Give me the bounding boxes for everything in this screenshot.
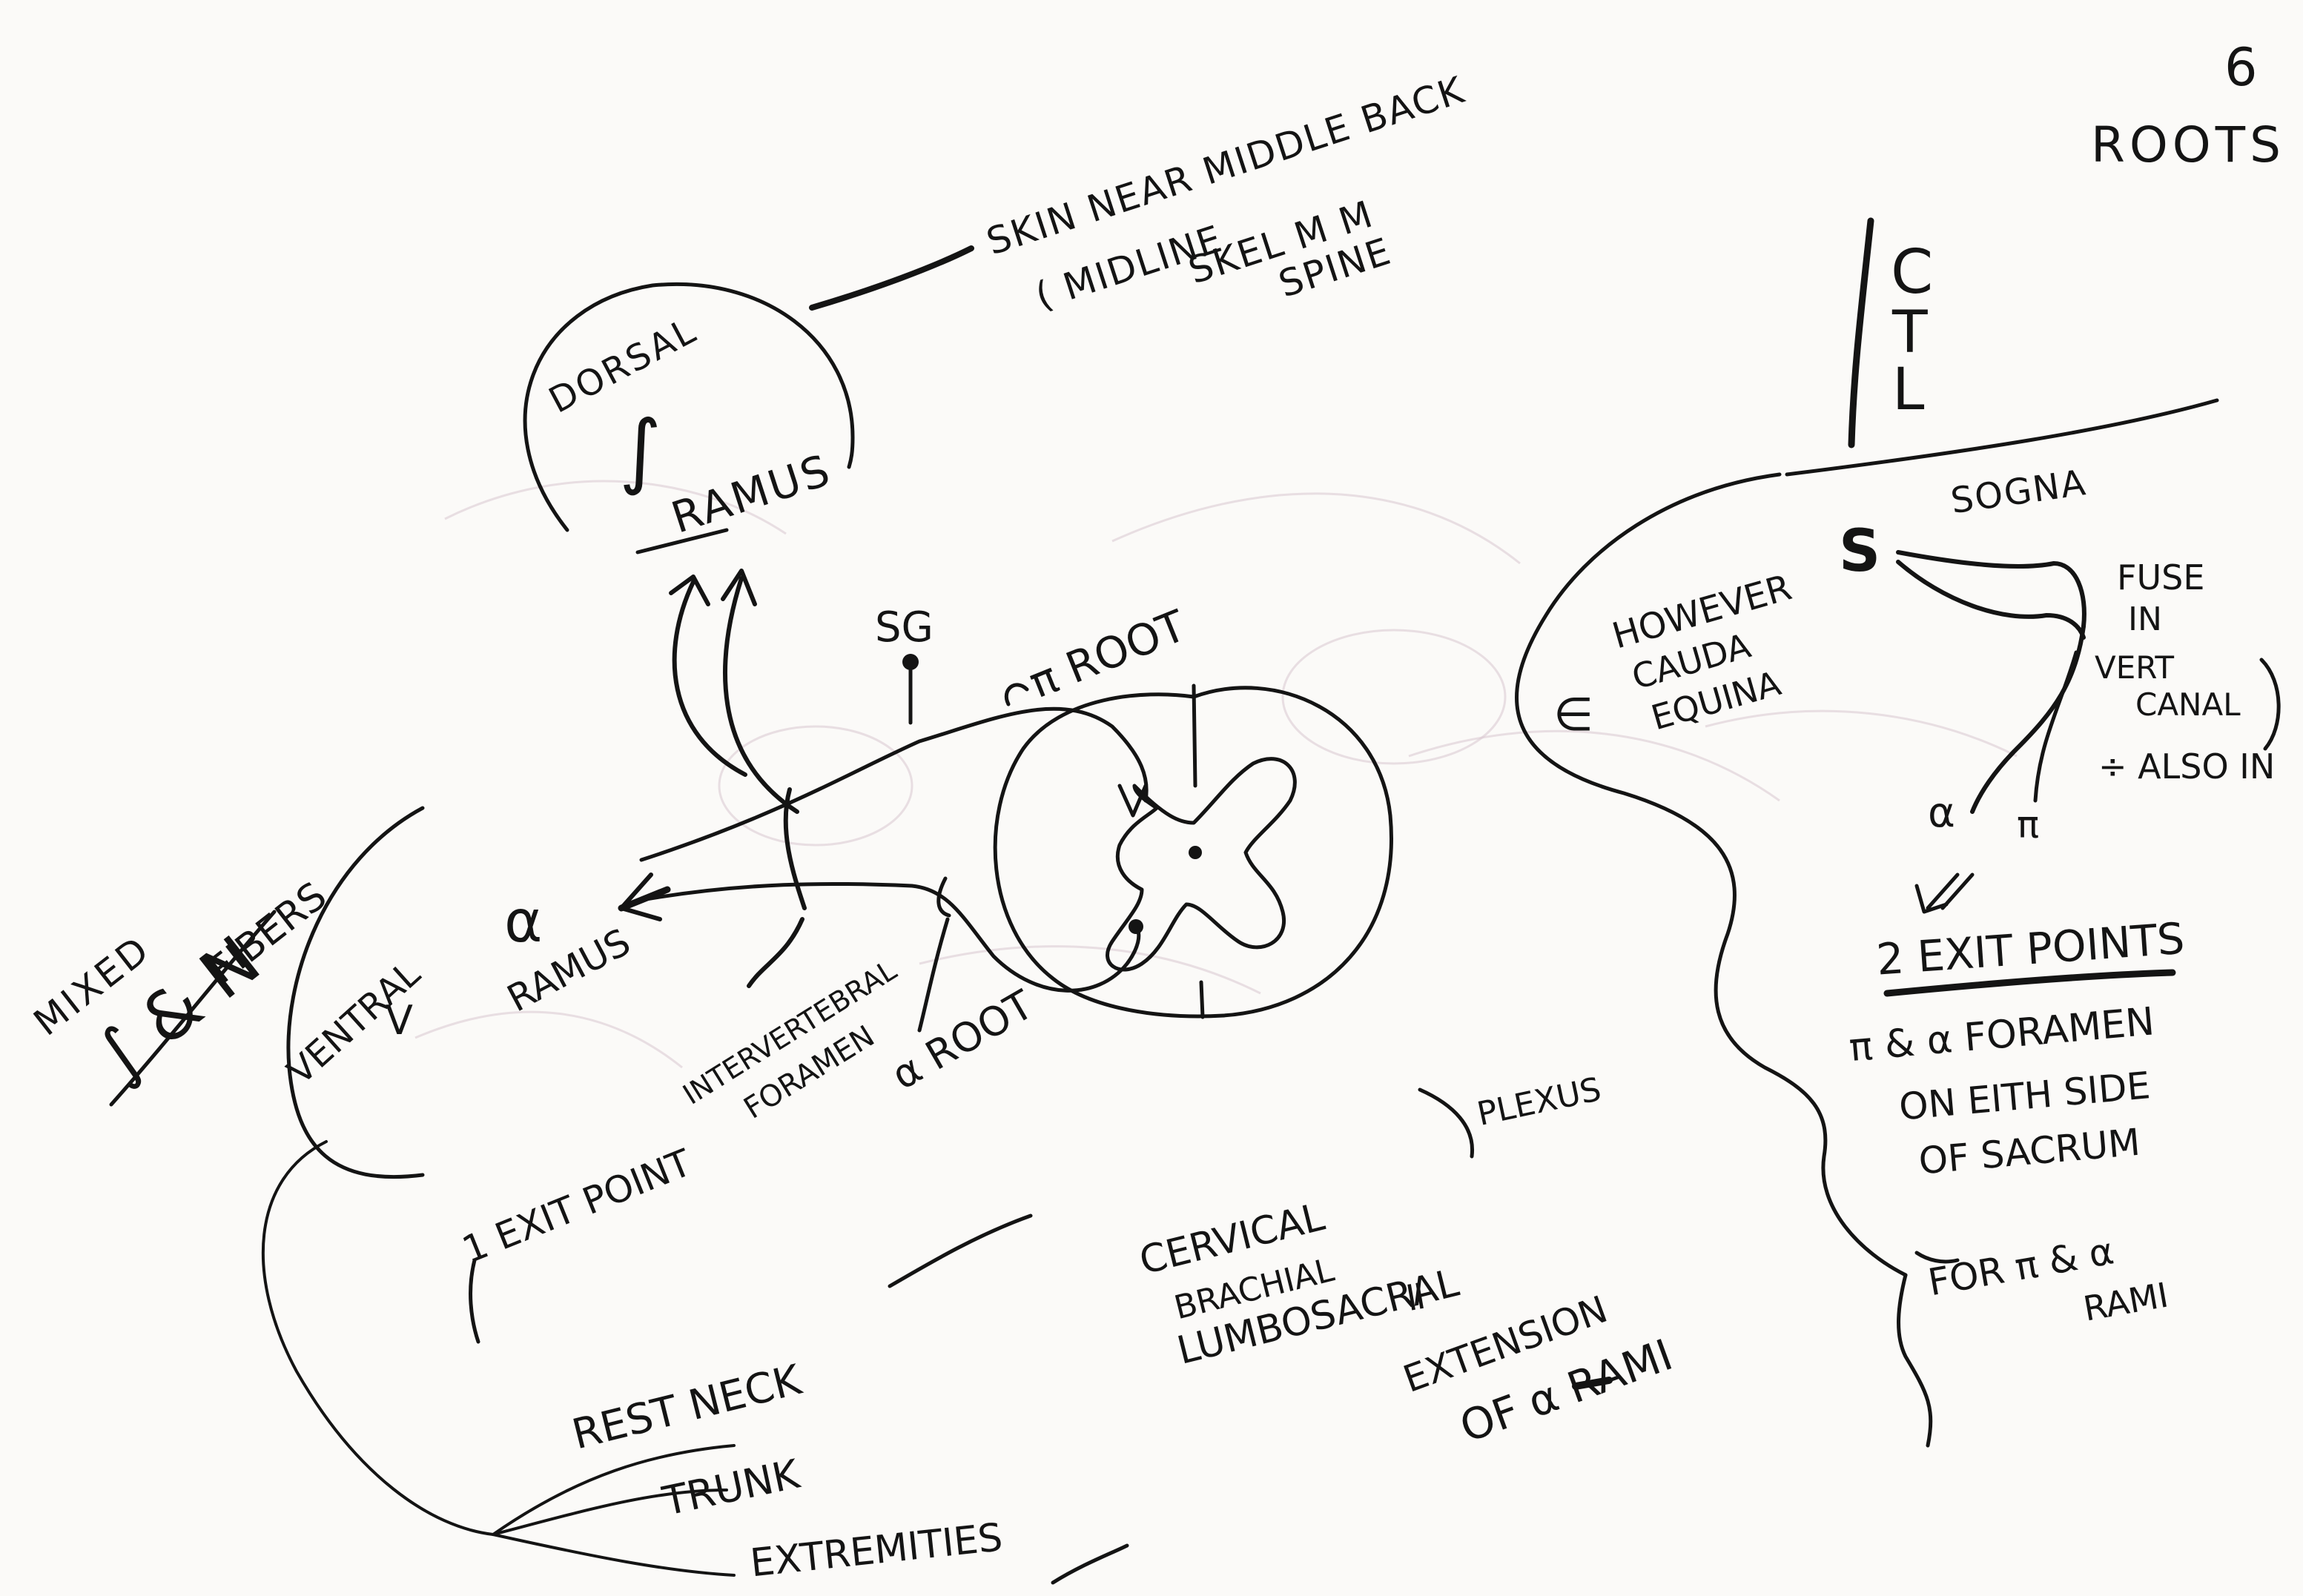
- sacral-heading: SOGNA: [1949, 462, 2089, 522]
- dorsal-branch-arrowhead-1: [669, 575, 710, 606]
- alpha-ramus-symbol: α: [504, 889, 542, 956]
- sg-label: SG: [875, 603, 934, 652]
- dorsal-branch-arrow-2: [723, 576, 799, 814]
- epsilon-symbol: ∈: [1553, 687, 1593, 741]
- dorsal-integral-symbol: ∫: [619, 403, 661, 497]
- sacral-rami-line2: RAMI: [2081, 1275, 2171, 1329]
- dorsal-branch-arrow-1: [672, 580, 747, 777]
- double-arrow-head: [1914, 884, 1949, 914]
- foramen-wall-lower: [747, 917, 804, 988]
- rami-leader: [1914, 1251, 1960, 1264]
- sacral-outline: [1514, 472, 1908, 1277]
- ventral-arrow: V: [386, 997, 413, 1044]
- alpha-ramus-arrow-shaft: [618, 886, 671, 912]
- sacral-outline-lower: [1897, 1273, 1933, 1448]
- also-in-label: ÷ ALSO IN: [2098, 746, 2275, 787]
- dorsal-root-line: [639, 706, 1149, 862]
- exit-point-mark: [469, 1258, 480, 1344]
- region-c: C: [1891, 237, 1933, 308]
- region-bar: [1848, 217, 1874, 448]
- central-canal: [1189, 846, 1202, 859]
- grey-matter-butterfly: [1106, 757, 1297, 972]
- dorsal-target-leader: [809, 245, 974, 311]
- cauda-fiber-pi: [2033, 650, 2078, 803]
- exit-points-underline: [1883, 969, 2176, 997]
- divider-mid: [888, 1213, 1033, 1288]
- plexus-equals: =: [1390, 1275, 1443, 1317]
- fuse-line4: CANAL: [2135, 686, 2241, 723]
- foramen-wall-upper: [783, 787, 807, 910]
- posterior-septum: [1192, 683, 1197, 788]
- dorsal-underline: [635, 528, 729, 554]
- ventral-root-line: [635, 881, 1141, 993]
- region-s: S: [1839, 518, 1880, 585]
- dorsal-target-line1: SKIN NEAR MIDDLE BACK: [982, 68, 1470, 263]
- sacral-alpha: α: [1928, 789, 1955, 837]
- pi-root-label: π ROOT: [1022, 600, 1193, 709]
- anterior-fissure: [1199, 980, 1205, 1019]
- sacral-foramen-line1: π & α FORAMEN: [1848, 999, 2156, 1070]
- page-number: 6: [2224, 37, 2258, 98]
- pi-root-hook: [1004, 683, 1029, 706]
- body-branch-main: [262, 1140, 495, 1536]
- bleed-through-marks: [414, 480, 2018, 1069]
- side-label-underline: [109, 910, 277, 1107]
- alpha-root-hook: [936, 876, 951, 918]
- fuse-label-group: FUSE IN VERT CANAL: [2095, 557, 2241, 723]
- cord-outline: [993, 686, 1393, 1019]
- extremity-branch: [492, 1533, 736, 1577]
- dorsal-ramus-label: RAMUS: [665, 444, 837, 543]
- plexus-underline: [1572, 1377, 1613, 1390]
- page-title: ROOTS: [2091, 116, 2285, 173]
- exit-point-label: 1 EXIT POINT: [457, 1141, 698, 1271]
- trunk-branch: [492, 1489, 728, 1536]
- fuse-line2: IN: [2128, 600, 2162, 638]
- region-divider: [1785, 398, 2219, 477]
- cauda-fiber-2: [1896, 560, 2086, 640]
- region-l: L: [1892, 357, 1925, 423]
- fuse-bracket: [2259, 658, 2281, 751]
- ventral-ramus-loop: [286, 806, 425, 1179]
- sacral-pi: π: [2017, 804, 2039, 847]
- plexus-title: PLEXUS: [1474, 1070, 1605, 1133]
- target-extremities: EXTREMITIES: [748, 1515, 1005, 1586]
- target-neck: REST NECK: [567, 1356, 807, 1460]
- cauda-fiber-1: [1896, 550, 2086, 629]
- fuse-line3: VERT: [2095, 649, 2174, 686]
- alpha-ramus-arrowhead: [619, 872, 662, 921]
- dorsal-branch-arrowhead-2: [721, 569, 757, 606]
- region-t: T: [1891, 299, 1928, 366]
- sacral-foramen-line2: ON EITH SIDE: [1897, 1064, 2152, 1128]
- alpha-root-leader: [917, 917, 950, 1033]
- dorsal-ramus-loop: [523, 282, 855, 532]
- fuse-line1: FUSE: [2117, 557, 2204, 597]
- double-arrow-shaft: [1926, 872, 1975, 910]
- target-trunk: TRUNK: [658, 1450, 804, 1525]
- sg-dot: [902, 654, 919, 670]
- sacral-foramen-line3: OF SACRUM: [1917, 1121, 2141, 1183]
- alpha-root-label: α ROOT: [884, 981, 1042, 1099]
- cauda-fiber-alpha: [1970, 624, 2086, 814]
- plexus-bracket: [1418, 1087, 1475, 1159]
- dorsal-horn-arrow: [1117, 784, 1148, 818]
- neck-branch: [492, 1444, 736, 1536]
- divider-bottom: [1051, 1543, 1129, 1585]
